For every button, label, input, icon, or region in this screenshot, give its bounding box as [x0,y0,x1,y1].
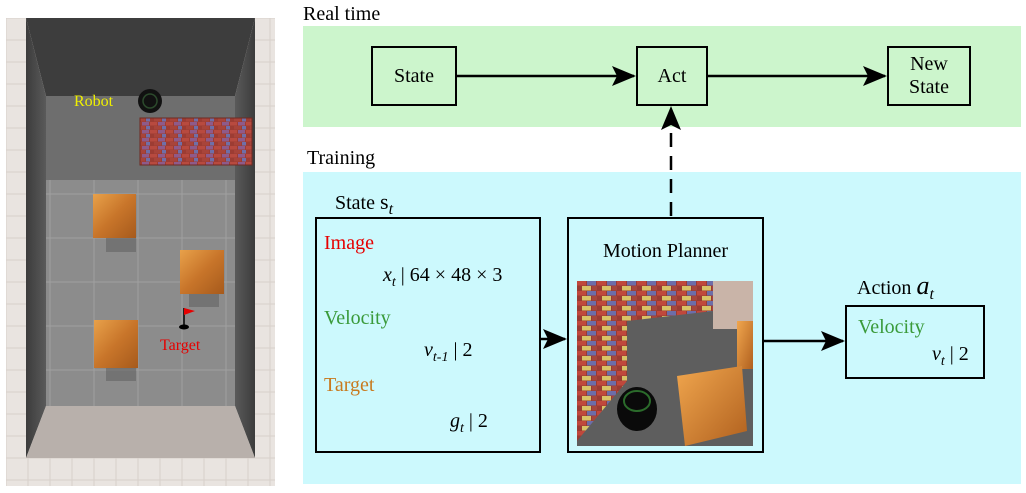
far-wall [26,18,255,96]
target-sub: t [460,421,464,436]
left-wall [26,18,46,458]
camera-robot-sensor [623,390,651,412]
target-var: g [450,410,460,432]
state-box-label: State [394,64,434,87]
state-st-label: State st [335,191,393,218]
vel-sub: t-1 [432,350,449,365]
state-st-sub: t [388,201,394,218]
target-dim: | 2 [463,410,488,432]
action-vel-var: v [932,343,941,365]
action-vel-sub: t [940,354,945,369]
act-box: Act [636,46,708,106]
new-state-box: New State [887,46,971,106]
target-text-label: Target [324,374,375,396]
camera-box-near [677,366,747,446]
environment-top-view: Robot Target [6,18,275,486]
robot-body [138,89,162,113]
training-title: Training [307,147,376,169]
image-label: Image [324,232,374,254]
action-var: a [916,271,930,300]
camera-robot [617,387,657,431]
act-box-label: Act [657,64,687,87]
new-state-line1: New [910,53,948,75]
brick-wall-obstacle [139,117,253,166]
camera-brick-left [577,281,627,441]
wooden-box-3 [94,320,138,368]
robot-label: Robot [74,93,114,110]
action-vel-dim: | 2 [944,343,969,365]
vel-var: v [424,339,433,361]
target-spec: gt | 2 [450,411,488,436]
environment-svg [6,18,275,486]
state-input-box: Image xt | 64 × 48 × 3 Velocity vt-1 | 2… [315,217,541,453]
image-dims: | 64 × 48 × 3 [395,264,503,286]
action-label: Action at [857,273,934,303]
action-velocity-label: Velocity [858,316,925,338]
state-st-word: State [335,192,375,214]
state-st-symbol: s [380,189,389,214]
action-sub: t [929,286,934,303]
camera-brick-back [627,281,713,321]
wooden-box-2 [180,250,224,294]
motion-planner-title: Motion Planner [603,240,728,262]
vel-dim: | 2 [448,339,473,361]
new-state-line2: State [909,76,949,98]
wooden-box-1 [93,194,136,238]
camera-box-right [737,321,753,369]
flag-icon [184,308,195,315]
velocity-spec: vt-1 | 2 [424,340,472,365]
action-box: Velocity vt | 2 [845,305,985,379]
near-floor [26,406,255,458]
velocity-label: Velocity [324,307,391,329]
target-label: Target [160,337,201,354]
state-box: State [371,46,457,106]
action-velocity-spec: vt | 2 [932,344,969,369]
image-var: x [383,264,392,286]
action-word: Action [857,277,912,299]
image-spec: xt | 64 × 48 × 3 [383,265,502,290]
robot-sensor [142,93,158,109]
camera-view [577,281,753,446]
image-sub: t [391,275,396,290]
real-time-title: Real time [303,3,381,25]
motion-planner-box: Motion Planner [567,217,764,453]
